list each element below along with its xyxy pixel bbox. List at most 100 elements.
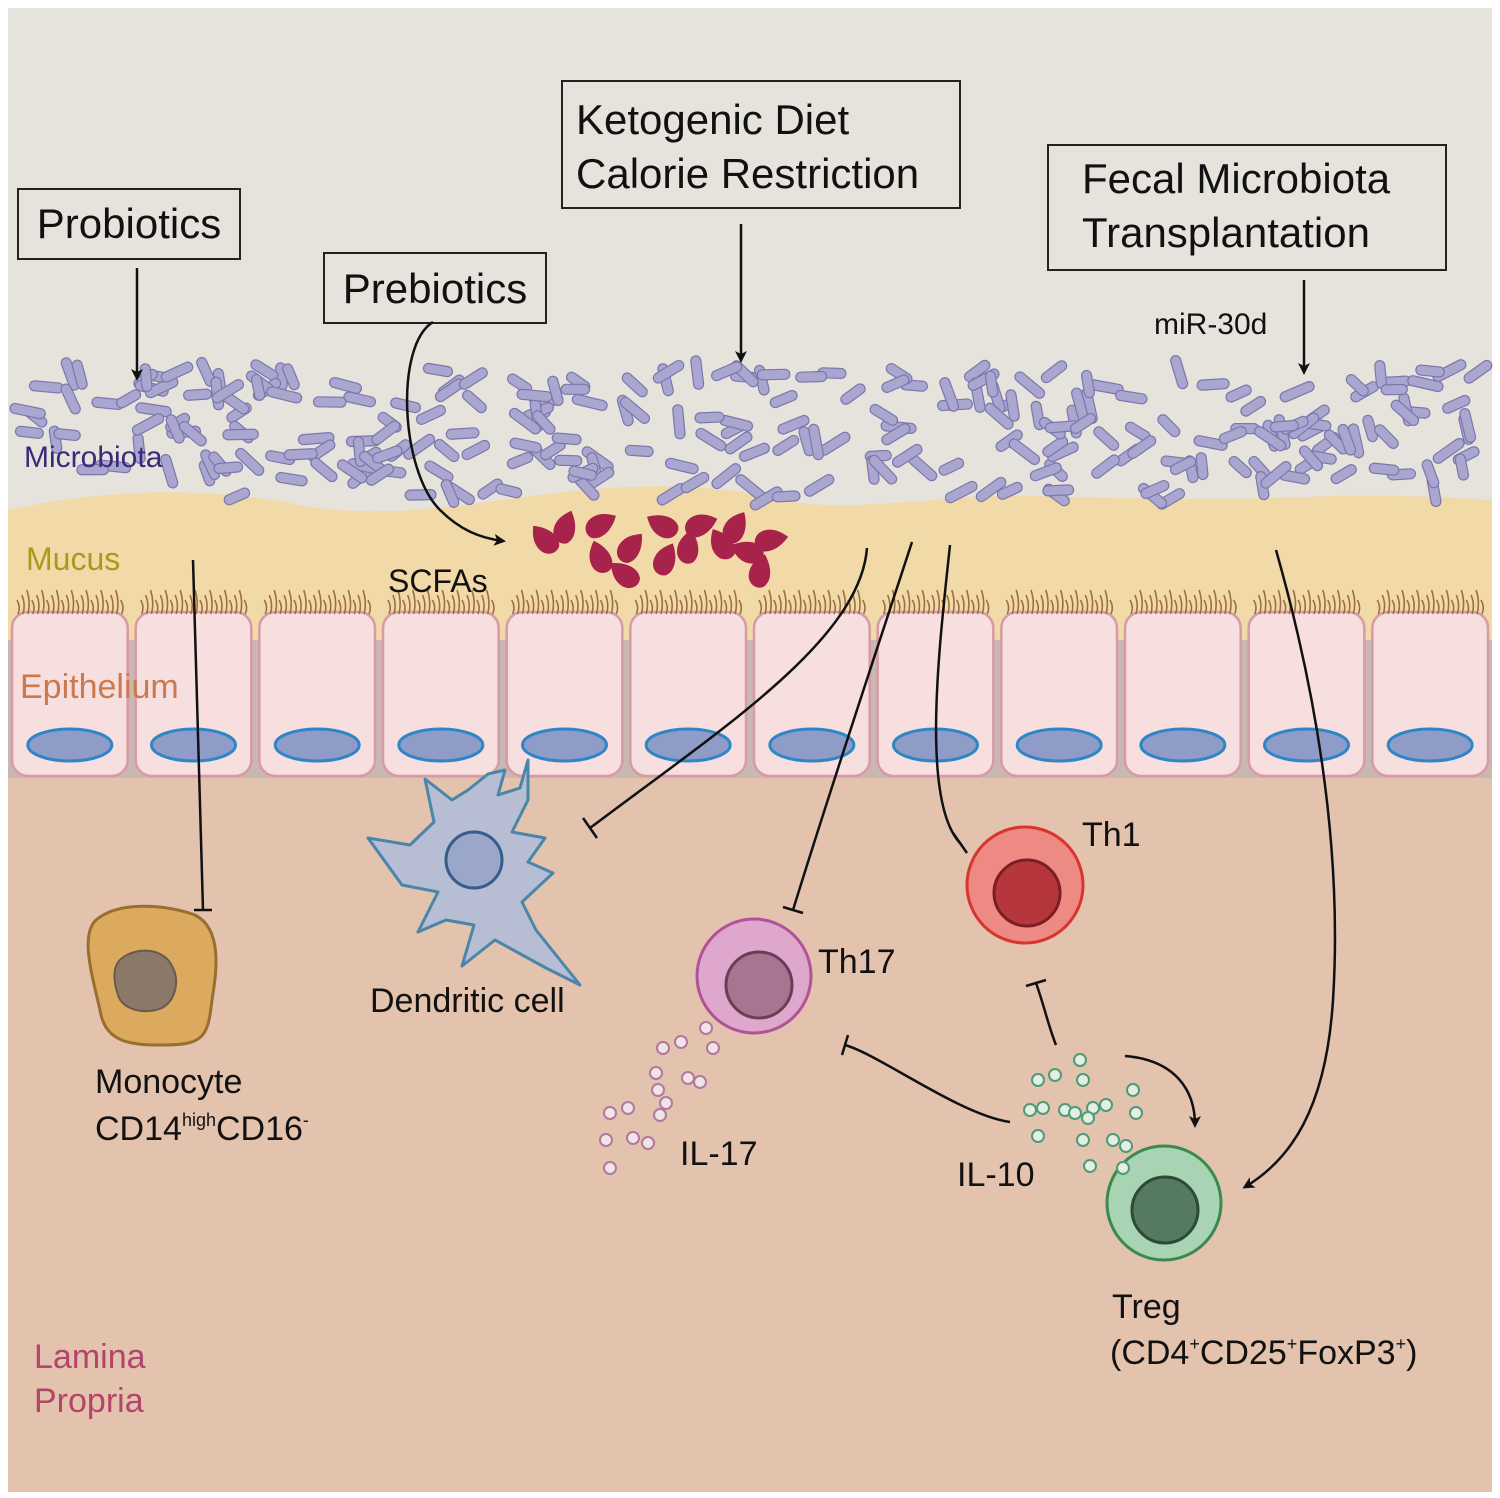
bacteria-rod-icon <box>178 420 207 447</box>
bacteria-rod-icon <box>372 445 403 464</box>
bacteria-rod-icon <box>135 402 172 418</box>
bacteria-rod-icon <box>710 361 743 382</box>
treg-cell <box>1105 1144 1223 1262</box>
cytokine-dot-icon <box>1048 1068 1062 1082</box>
cytokine-dot-icon <box>626 1131 640 1145</box>
monocyte-label: Monocyte <box>95 1063 242 1101</box>
ketogenic-diet-label: Ketogenic Diet <box>576 96 849 143</box>
bacteria-rod-icon <box>984 402 1014 430</box>
fmt-to-treg-arrow <box>1242 549 1337 1189</box>
microbiota-bacteria <box>9 355 1493 511</box>
epithelial-cell-icon <box>258 589 377 778</box>
bacteria-rod-icon <box>312 396 347 408</box>
bacteria-rod-icon <box>1218 426 1247 445</box>
cytokine-dot-icon <box>653 1108 667 1122</box>
bacteria-rod-icon <box>506 451 534 470</box>
bacteria-rod-icon <box>160 454 179 489</box>
mucus-label: Mucus <box>26 541 120 577</box>
fmt-label-line2: Transplantation <box>1082 209 1370 256</box>
epithelial-cell-icon <box>10 589 129 778</box>
cytokine-dot-icon <box>1106 1133 1120 1147</box>
bacteria-rod-icon <box>1193 435 1228 451</box>
bacteria-rod-icon <box>1269 419 1299 433</box>
probiotics-label: Probiotics <box>37 200 221 247</box>
bacteria-rod-icon <box>619 396 651 425</box>
bacteria-rod-icon <box>869 403 899 426</box>
bacteria-rod-icon <box>1169 456 1197 476</box>
bacteria-rod-icon <box>711 463 742 490</box>
bacteria-rod-icon <box>365 463 395 486</box>
treg-open-text: (CD4 <box>1110 1334 1189 1372</box>
bacteria-rod-icon <box>115 389 142 409</box>
bacteria-rod-icon <box>554 454 583 467</box>
il-10-cytokines <box>1023 1053 1143 1175</box>
mir-30d-label: miR-30d <box>1154 308 1267 341</box>
fmt-label-line1: Fecal Microbiota <box>1082 155 1391 202</box>
bacteria-rod-icon <box>424 460 454 483</box>
cytokine-dot-icon <box>603 1161 617 1175</box>
bacteria-rod-icon <box>422 362 454 378</box>
bacteria-rod-icon <box>1454 453 1470 481</box>
bacteria-rod-icon <box>881 423 911 446</box>
bacteria-rod-icon <box>694 411 725 424</box>
scfa-drop-icon <box>754 529 789 552</box>
bacteria-rod-icon <box>403 433 436 460</box>
prebiotics-box: Prebiotics <box>323 252 547 324</box>
bacteria-rod-icon <box>1421 459 1440 489</box>
bacteria-rod-icon <box>371 420 401 446</box>
foxp3-text: FoxP3 <box>1297 1334 1395 1372</box>
bacteria-rod-icon <box>1260 461 1292 489</box>
prebiotics-to-scfa-arrow <box>405 320 506 546</box>
bacteria-rod-icon <box>1368 462 1400 476</box>
bacteria-rod-icon <box>772 434 800 457</box>
bacteria-rod-icon <box>560 383 591 395</box>
scfa-drop-icon <box>616 533 642 564</box>
epithelial-cell-icon <box>752 589 871 778</box>
cytokine-dot-icon <box>1129 1106 1143 1120</box>
prebiotics-label: Prebiotics <box>343 265 527 312</box>
bacteria-rod-icon <box>235 447 265 476</box>
epithelial-cell-icon <box>1247 589 1366 778</box>
ketogenic-diet-box: Ketogenic Diet Calorie Restriction <box>561 80 961 209</box>
bacteria-rod-icon <box>1008 438 1041 466</box>
cd16-text: CD16 <box>216 1110 303 1148</box>
bacteria-rod-icon <box>621 372 648 398</box>
il10-to-th1-line <box>1034 982 1058 1046</box>
bacteria-rod-icon <box>1157 414 1181 438</box>
bacteria-rod-icon <box>777 414 810 435</box>
scfa-drop-icon <box>610 563 641 589</box>
bacteria-rod-icon <box>9 402 46 420</box>
keto-to-dendritic-line <box>589 547 869 829</box>
scfa-drop-icon <box>647 515 679 539</box>
bacteria-rod-icon <box>160 361 194 383</box>
lamina-propria-label-line1: Lamina <box>34 1338 146 1376</box>
bacteria-rod-icon <box>213 461 244 475</box>
bacteria-rod-icon <box>60 383 81 415</box>
bacteria-rod-icon <box>139 363 153 392</box>
bacteria-rod-icon <box>329 376 363 394</box>
scfa-drop-icon <box>711 529 736 560</box>
il10-to-th17-line <box>844 1043 1011 1124</box>
bacteria-rod-icon <box>343 391 376 408</box>
bacteria-rod-icon <box>840 383 866 405</box>
bacteria-rod-icon <box>1080 369 1096 399</box>
bacteria-rod-icon <box>283 448 318 461</box>
cd14-text: CD14 <box>95 1110 182 1148</box>
cytokine-dot-icon <box>1036 1101 1050 1115</box>
bacteria-rod-icon <box>695 427 727 452</box>
cytokine-dot-icon <box>674 1035 688 1049</box>
scfa-cluster <box>532 510 789 589</box>
th17-label: Th17 <box>818 943 896 981</box>
bacteria-rod-icon <box>680 471 710 494</box>
cytokine-dot-icon <box>681 1071 695 1085</box>
cd25-text: CD25 <box>1200 1334 1287 1372</box>
cytokine-dot-icon <box>693 1075 707 1089</box>
bacteria-rod-icon <box>1140 479 1170 500</box>
cytokine-dot-icon <box>1023 1103 1037 1117</box>
il10-to-treg-arrow <box>1124 1054 1201 1128</box>
bacteria-rod-icon <box>1115 389 1148 405</box>
bacteria-rod-icon <box>1240 395 1267 417</box>
bacteria-rod-icon <box>1196 378 1230 391</box>
bacteria-rod-icon <box>131 413 165 436</box>
scfas-label: SCFAs <box>388 563 488 599</box>
